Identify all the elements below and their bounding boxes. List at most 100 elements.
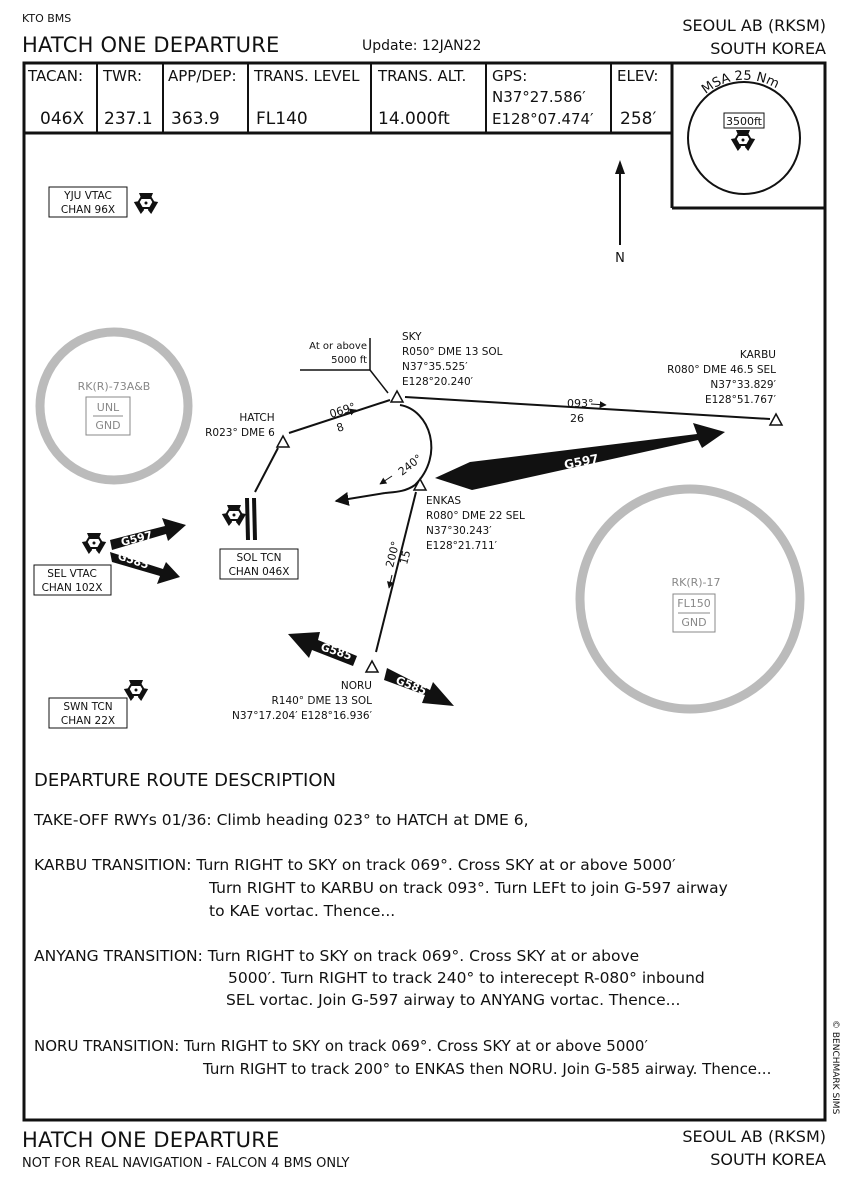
navaid-yju: YJU VTAC CHAN 96X bbox=[48, 186, 160, 218]
gps-lon: E128°07.474′ bbox=[492, 110, 594, 128]
svg-text:R140° DME 13 SOL: R140° DME 13 SOL bbox=[271, 695, 372, 707]
svg-text:200°: 200° bbox=[383, 540, 402, 569]
svg-text:KARBU: KARBU bbox=[740, 349, 776, 361]
copyright: © BENCHMARK SIMS bbox=[830, 1020, 840, 1115]
msa-center-icon bbox=[729, 129, 757, 153]
svg-text:SKY: SKY bbox=[402, 331, 422, 343]
north-label: N bbox=[615, 251, 625, 266]
svg-text:240°: 240° bbox=[396, 452, 425, 479]
leg-enkas-track: 240° bbox=[379, 452, 425, 485]
noru-line-2: Turn RIGHT to track 200° to ENKAS then N… bbox=[203, 1060, 772, 1078]
svg-text:E128°20.240′: E128°20.240′ bbox=[402, 376, 474, 388]
gps-label: GPS: bbox=[492, 67, 528, 85]
rk17-lower: GND bbox=[681, 616, 706, 629]
trans-level-label: TRANS. LEVEL bbox=[254, 67, 360, 85]
airport-name: SEOUL AB (RKSM) bbox=[682, 16, 826, 35]
svg-text:N37°17.204′ E128°16.936′: N37°17.204′ E128°16.936′ bbox=[232, 710, 373, 722]
svg-text:5000 ft: 5000 ft bbox=[331, 355, 367, 366]
svg-text:15: 15 bbox=[397, 549, 413, 566]
msa-circle: MSA 25 Nm 3500ft bbox=[687, 69, 801, 195]
svg-text:At or above: At or above bbox=[309, 341, 367, 352]
route-lines bbox=[254, 396, 771, 653]
svg-text:G597: G597 bbox=[563, 452, 600, 472]
waypoint-noru: NORU R140° DME 13 SOL N37°17.204′ E128°1… bbox=[232, 659, 380, 722]
svg-text:CHAN 102X: CHAN 102X bbox=[42, 582, 103, 594]
airway-g585-nw: G585 bbox=[288, 632, 357, 666]
country-name: SOUTH KOREA bbox=[710, 39, 826, 58]
svg-text:G585: G585 bbox=[116, 549, 150, 571]
svg-text:YJU VTAC: YJU VTAC bbox=[63, 190, 112, 202]
airway-g585-se: G585 bbox=[384, 668, 454, 706]
svg-text:NORU: NORU bbox=[341, 680, 372, 692]
twr-label: TWR: bbox=[103, 67, 143, 85]
trans-alt-label: TRANS. ALT. bbox=[378, 67, 467, 85]
svg-text:CHAN 046X: CHAN 046X bbox=[229, 566, 290, 578]
north-arrow-icon: N bbox=[615, 160, 625, 266]
navaid-sol: SOL TCN CHAN 046X bbox=[219, 504, 299, 580]
anyang-line-1: ANYANG TRANSITION: Turn RIGHT to SKY on … bbox=[34, 947, 640, 965]
anyang-line-3: SEL vortac. Join G-597 airway to ANYANG … bbox=[226, 991, 681, 1009]
navaid-swn: SWN TCN CHAN 22X bbox=[48, 679, 150, 729]
twr-value: 237.1 bbox=[104, 109, 153, 129]
svg-text:R080° DME 46.5 SEL: R080° DME 46.5 SEL bbox=[667, 364, 776, 376]
svg-text:8: 8 bbox=[335, 420, 346, 435]
noru-line-1: NORU TRANSITION: Turn RIGHT to SKY on tr… bbox=[34, 1037, 648, 1055]
svg-text:G597: G597 bbox=[120, 529, 154, 549]
leg-enkas-noru: 200° 15 bbox=[383, 540, 413, 589]
footer-country: SOUTH KOREA bbox=[710, 1150, 826, 1169]
svg-text:R080° DME 22 SEL: R080° DME 22 SEL bbox=[426, 510, 525, 522]
elev-value: 258′ bbox=[620, 109, 657, 129]
leg-sky-karbu: 093° 26 bbox=[567, 397, 607, 425]
svg-text:SWN TCN: SWN TCN bbox=[63, 701, 112, 713]
yju-vortac-icon bbox=[132, 192, 160, 216]
svg-text:CHAN 22X: CHAN 22X bbox=[61, 715, 115, 727]
description-title: DEPARTURE ROUTE DESCRIPTION bbox=[34, 770, 336, 791]
svg-text:SOL TCN: SOL TCN bbox=[236, 552, 281, 564]
rk73-lower: GND bbox=[95, 419, 120, 432]
svg-text:R050° DME 13 SOL: R050° DME 13 SOL bbox=[402, 346, 503, 358]
sol-tacan-icon bbox=[220, 504, 248, 528]
org-label: KTO BMS bbox=[22, 12, 72, 25]
svg-text:ENKAS: ENKAS bbox=[426, 495, 461, 507]
rk73-upper: UNL bbox=[97, 401, 120, 414]
svg-text:R023° DME 6: R023° DME 6 bbox=[205, 427, 275, 439]
msa-altitude: 3500ft bbox=[726, 115, 763, 128]
msa-label: MSA 25 Nm bbox=[699, 69, 781, 98]
airspace-rk17: RK(R)-17 FL150 GND bbox=[575, 484, 805, 714]
page-title: HATCH ONE DEPARTURE bbox=[22, 33, 280, 57]
svg-text:093°: 093° bbox=[567, 397, 594, 410]
svg-text:N37°35.525′: N37°35.525′ bbox=[402, 361, 468, 373]
karbu-line-3: to KAE vortac. Thence... bbox=[209, 902, 396, 920]
rk73-name: RK(R)-73A&B bbox=[78, 380, 151, 393]
footer-title: HATCH ONE DEPARTURE bbox=[22, 1128, 280, 1152]
footer-disclaimer: NOT FOR REAL NAVIGATION - FALCON 4 BMS O… bbox=[22, 1156, 350, 1171]
karbu-line-2: Turn RIGHT to KARBU on track 093°. Turn … bbox=[209, 879, 728, 897]
rk17-upper: FL150 bbox=[677, 597, 710, 610]
navaid-sel: SEL VTAC CHAN 102X bbox=[33, 532, 112, 596]
svg-text:26: 26 bbox=[570, 412, 584, 425]
airway-g597-main: G597 bbox=[435, 423, 725, 490]
waypoint-enkas: ENKAS R080° DME 22 SEL N37°30.243′ E128°… bbox=[412, 477, 525, 552]
anyang-line-2: 5000′. Turn RIGHT to track 240° to inter… bbox=[228, 969, 705, 987]
svg-text:HATCH: HATCH bbox=[239, 412, 274, 424]
svg-text:N37°30.243′: N37°30.243′ bbox=[426, 525, 492, 537]
waypoint-karbu: KARBU R080° DME 46.5 SEL N37°33.829′ E12… bbox=[667, 349, 784, 426]
airway-g585-sel: G585 bbox=[110, 549, 180, 584]
tacan-value: 046X bbox=[40, 109, 85, 129]
svg-text:E128°51.767′: E128°51.767′ bbox=[705, 394, 777, 406]
leg-hatch-sky: 069° 8 bbox=[328, 400, 357, 435]
appdep-value: 363.9 bbox=[171, 109, 220, 129]
svg-text:SEL VTAC: SEL VTAC bbox=[47, 568, 97, 580]
airway-g597-sel: G597 bbox=[110, 518, 186, 550]
sel-vortac-icon bbox=[80, 532, 108, 556]
appdep-label: APP/DEP: bbox=[168, 67, 237, 85]
takeoff-text: TAKE-OFF RWYs 01/36: Climb heading 023° … bbox=[34, 811, 529, 829]
runway-icon bbox=[245, 497, 257, 541]
svg-text:CHAN 96X: CHAN 96X bbox=[61, 204, 115, 216]
trans-level-value: FL140 bbox=[256, 109, 308, 129]
update-date: Update: 12JAN22 bbox=[362, 38, 482, 54]
svg-text:E128°21.711′: E128°21.711′ bbox=[426, 540, 498, 552]
waypoint-sky: SKY R050° DME 13 SOL N37°35.525′ E128°20… bbox=[389, 331, 503, 403]
